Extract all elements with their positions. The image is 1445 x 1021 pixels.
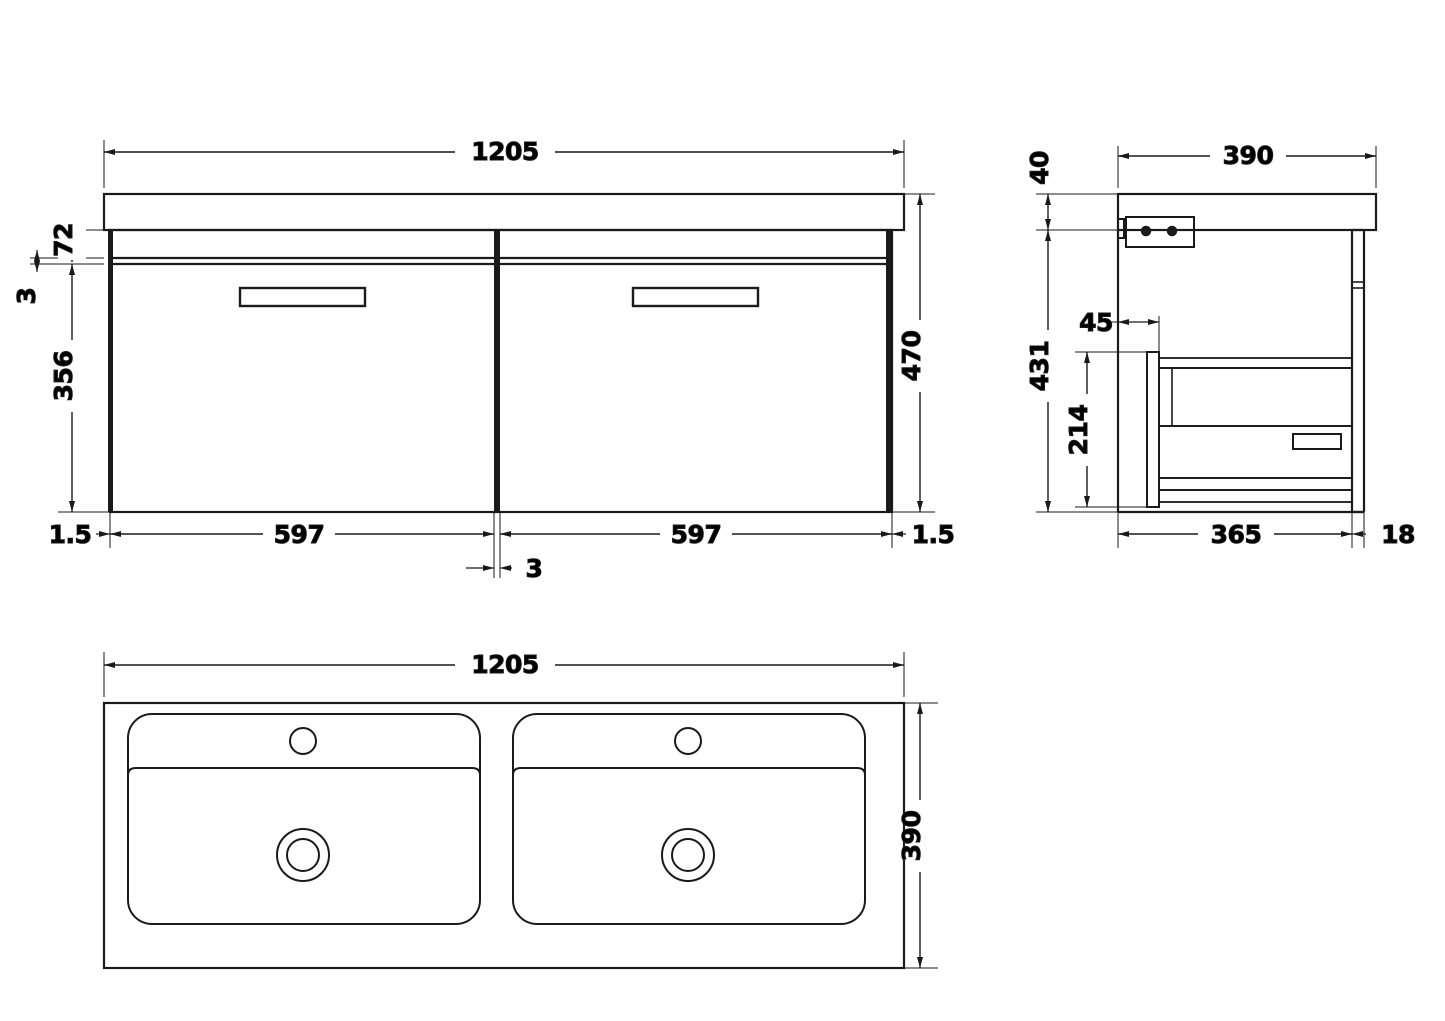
dim-drawer-height: 214	[1064, 352, 1101, 507]
waste-outlet-outer	[661, 828, 715, 882]
dim-worktop-thickness: 40	[1025, 146, 1062, 230]
dim-gap-left: 3	[12, 250, 42, 305]
dim-label-plan-width: 1205	[471, 650, 539, 679]
front-left-drawer-handle	[238, 286, 367, 308]
bracket-hole	[1140, 225, 1152, 237]
plan-extension-lines	[103, 652, 938, 969]
front-elevation-view: 1205 470 72 3 356 1.	[12, 137, 956, 584]
dim-basin-top-height: 72	[49, 218, 86, 262]
bracket-hole	[1166, 225, 1178, 237]
dim-front-bottom-row: 1.5 597 597 1.5 3	[48, 520, 955, 584]
plan-right-basin	[512, 713, 866, 925]
dim-label-597-right: 597	[671, 520, 722, 549]
front-worktop	[102, 192, 906, 232]
dim-label-72: 72	[49, 223, 78, 257]
dim-label-center-gap: 3	[526, 554, 543, 583]
front-left-side-panel	[108, 230, 113, 512]
dim-bracket-offset: 45	[1079, 308, 1159, 338]
dim-label-40: 40	[1025, 151, 1054, 185]
center-divider	[494, 230, 500, 512]
plan-basin-top-outline	[102, 701, 906, 970]
dim-label-18: 18	[1381, 520, 1415, 549]
dim-label-365: 365	[1211, 520, 1262, 549]
waste-outlet-inner	[286, 838, 320, 872]
dim-front-width: 1205	[104, 137, 904, 167]
dim-label-front-height: 470	[897, 331, 926, 382]
waste-outlet-outer	[276, 828, 330, 882]
dim-label-right-panel: 1.5	[912, 520, 955, 549]
dim-label-side-depth: 390	[1223, 141, 1274, 170]
side-worktop	[1116, 192, 1378, 232]
plan-left-basin	[127, 713, 481, 925]
dim-label-gap-left: 3	[12, 288, 41, 305]
front-cabinet-body	[108, 228, 894, 514]
dim-side-depth: 390	[1118, 141, 1376, 171]
dim-label-45: 45	[1079, 308, 1113, 337]
plan-view: 1205 390	[102, 650, 938, 970]
tap-hole	[289, 727, 317, 755]
dim-plan-width: 1205	[104, 650, 904, 680]
side-elevation-view: 390 40 431 45 214 365	[1025, 141, 1416, 550]
dim-label-356: 356	[49, 351, 78, 402]
dim-label-left-panel: 1.5	[49, 520, 92, 549]
dim-label-plan-depth: 390	[897, 811, 926, 862]
dim-drawer-front-height: 356	[49, 264, 86, 512]
side-front-panel	[1350, 228, 1366, 514]
dim-label-front-width: 1205	[471, 137, 539, 166]
side-drawer-rail	[1146, 351, 1160, 508]
dim-label-597-left: 597	[274, 520, 325, 549]
dim-label-431: 431	[1025, 341, 1054, 392]
dim-front-height: 470	[897, 194, 934, 512]
side-drawer-box	[1158, 357, 1353, 503]
waste-outlet-inner	[671, 838, 705, 872]
front-right-side-panel	[886, 230, 892, 512]
side-drawer-handle	[1292, 433, 1342, 450]
front-right-drawer-handle	[631, 286, 760, 308]
plan-left-basin-bowl-edge	[127, 767, 481, 776]
dim-plan-depth: 390	[897, 703, 934, 968]
plan-right-basin-bowl-edge	[512, 767, 866, 776]
dim-cabinet-height: 431	[1025, 230, 1062, 512]
dim-side-bottom-row: 365 18	[1118, 520, 1416, 550]
dim-label-214: 214	[1064, 405, 1093, 456]
wall-mounting-bracket	[1118, 216, 1195, 248]
tap-hole	[674, 727, 702, 755]
